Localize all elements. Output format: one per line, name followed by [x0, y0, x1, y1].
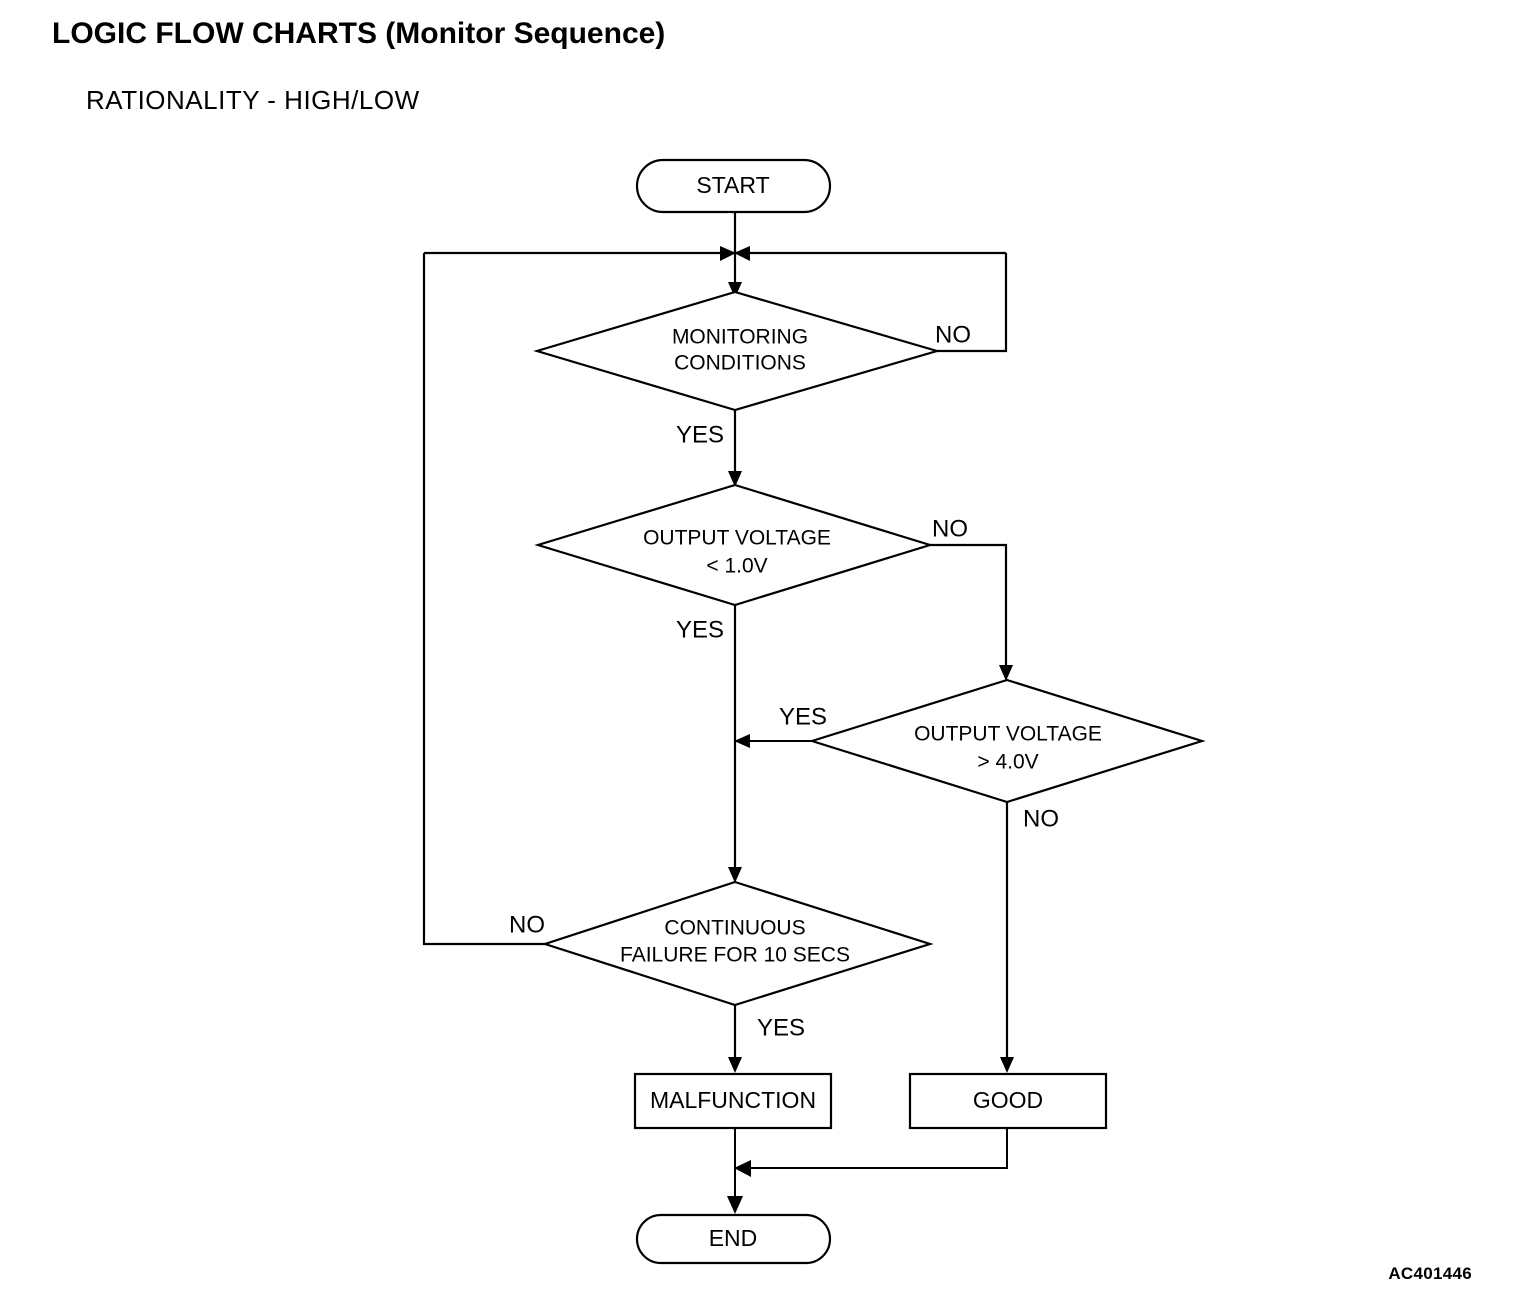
- output-voltage-low-label-line2: < 1.0V: [706, 555, 767, 578]
- label-volt-high-no: NO: [1023, 805, 1059, 832]
- label-volt-high-yes: YES: [779, 703, 827, 730]
- monitoring-conditions-label-line1: MONITORING: [672, 326, 808, 349]
- output-voltage-high-label-line2: > 4.0V: [977, 751, 1038, 774]
- end-label: END: [709, 1225, 758, 1251]
- continuous-failure-label-line2: FAILURE FOR 10 SECS: [620, 944, 850, 967]
- label-volt-low-no: NO: [932, 515, 968, 542]
- malfunction-label: MALFUNCTION: [650, 1087, 816, 1113]
- node-output-voltage-low: OUTPUT VOLTAGE < 1.0V: [534, 483, 934, 607]
- edge-volt-low-no: [930, 543, 1008, 671]
- arrowhead-into-malfunction: [728, 1057, 742, 1073]
- page-title: LOGIC FLOW CHARTS (Monitor Sequence): [52, 17, 666, 50]
- start-shape: [635, 158, 832, 214]
- output-voltage-low-label-line1: OUTPUT VOLTAGE: [643, 527, 831, 550]
- arrowhead-into-good: [1000, 1057, 1014, 1073]
- arrowhead-into-monitoring: [728, 282, 742, 298]
- monitoring-conditions-label-line2: CONDITIONS: [674, 352, 806, 375]
- label-continuous-no: NO: [509, 911, 545, 938]
- good-label: GOOD: [973, 1087, 1043, 1113]
- continuous-failure-label-line1: CONTINUOUS: [664, 917, 805, 940]
- label-monitoring-no: NO: [935, 321, 971, 348]
- node-output-voltage-high: OUTPUT VOLTAGE > 4.0V: [808, 678, 1206, 804]
- arrowhead-into-end: [727, 1196, 743, 1214]
- arrowhead-into-continuous: [728, 867, 742, 883]
- arrowhead-merge-from-right: [734, 246, 750, 261]
- label-continuous-yes: YES: [757, 1014, 805, 1041]
- end-shape: [635, 1213, 832, 1265]
- node-malfunction: MALFUNCTION: [633, 1072, 833, 1130]
- node-start: START: [635, 158, 832, 214]
- arrowhead-volt-high-yes: [734, 734, 750, 748]
- arrowhead-good-join: [734, 1160, 751, 1177]
- edge-monitoring-no-loop: [937, 253, 1008, 353]
- label-volt-low-yes: YES: [676, 616, 724, 643]
- arrowhead-into-volt-low: [728, 471, 742, 487]
- reference-code: AC401446: [1388, 1264, 1472, 1283]
- node-end: END: [635, 1213, 832, 1265]
- label-monitoring-yes: YES: [676, 421, 724, 448]
- good-shape: [908, 1072, 1108, 1130]
- node-continuous-failure: CONTINUOUS FAILURE FOR 10 SECS: [541, 880, 934, 1007]
- output-voltage-high-label-line1: OUTPUT VOLTAGE: [914, 723, 1102, 746]
- node-good: GOOD: [908, 1072, 1108, 1130]
- malfunction-shape: [633, 1072, 833, 1130]
- page-subtitle: RATIONALITY - HIGH/LOW: [86, 85, 420, 115]
- edge-continuous-no-loop: [422, 253, 545, 946]
- arrowhead-into-volt-high: [999, 665, 1013, 681]
- start-label: START: [696, 172, 769, 198]
- edge-good-to-end: [744, 1128, 1008, 1169]
- node-monitoring-conditions: MONITORING CONDITIONS: [533, 290, 941, 412]
- arrowhead-merge-from-left: [720, 246, 736, 261]
